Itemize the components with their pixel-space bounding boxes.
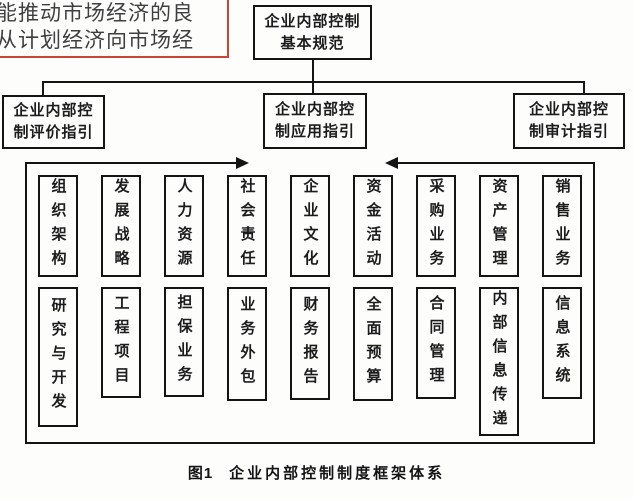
node-comprehensive-budget-label: 全面预算 (364, 296, 382, 392)
node-asset-management: 资产管理 (479, 175, 519, 277)
connector-drop-center (312, 81, 314, 94)
node-application-line1: 企业内部控 (274, 101, 355, 118)
node-basic-standards-line1: 企业内部控制 (264, 12, 361, 30)
connector-drop-right (583, 81, 585, 94)
node-research-development-label: 研究与开发 (49, 297, 67, 417)
column-culture: 企业文化 财务报告 (290, 175, 330, 442)
node-comprehensive-budget: 全面预算 (353, 287, 393, 401)
node-financial-report-label: 财务报告 (301, 295, 319, 392)
connector-root-stem (312, 59, 314, 83)
node-business-outsourcing-label: 业务外包 (238, 296, 256, 392)
node-org-structure: 组织架构 (38, 175, 78, 277)
node-audit-line2: 制审计指引 (528, 123, 609, 140)
node-guarantee-business-label: 担保业务 (175, 294, 193, 390)
column-social: 社会责任 业务外包 (227, 175, 267, 442)
column-hr: 人力资源 担保业务 (164, 175, 204, 442)
node-evaluation-line2: 制评价指引 (13, 124, 94, 141)
node-application-line2: 制应用指引 (274, 123, 355, 140)
node-fund-activities-label: 资金活动 (364, 178, 382, 274)
node-application-guideline: 企业内部控 制应用指引 (263, 93, 367, 149)
node-social-responsibility: 社会责任 (227, 175, 267, 277)
node-human-resources-label: 人力资源 (175, 178, 193, 274)
column-funds: 资金活动 全面预算 (353, 175, 393, 442)
column-procurement: 采购业务 合同管理 (416, 175, 456, 442)
column-organization: 组织架构 研究与开发 (38, 175, 78, 442)
figure-caption-number: 图1 (187, 465, 214, 482)
column-assets: 资产管理 内部信息传递 (479, 175, 519, 442)
node-human-resources: 人力资源 (164, 175, 204, 277)
node-internal-information-transfer-label: 内部信息传递 (490, 289, 508, 434)
node-audit-line1: 企业内部控 (528, 101, 609, 118)
node-basic-standards-line2: 基本规范 (280, 34, 345, 52)
node-engineering-project-label: 工程项目 (112, 294, 130, 391)
arrow-left-head-icon (385, 157, 398, 169)
node-information-system: 信息系统 (542, 287, 582, 399)
node-sales-business: 销售业务 (542, 175, 582, 277)
node-financial-report: 财务报告 (290, 287, 330, 400)
node-contract-management-label: 合同管理 (427, 295, 445, 391)
node-audit-guideline: 企业内部控 制审计指引 (513, 93, 625, 149)
node-internal-information-transfer: 内部信息传递 (479, 287, 519, 436)
node-guarantee-business: 担保业务 (164, 287, 204, 397)
node-development-strategy-label: 发展战略 (112, 178, 130, 274)
fragment-line-1: 能推动市场经济的良 (0, 2, 194, 25)
node-asset-management-label: 资产管理 (490, 178, 508, 274)
node-evaluation-line1: 企业内部控 (13, 102, 94, 119)
node-evaluation-guideline: 企业内部控 制评价指引 (2, 95, 105, 149)
column-sales: 销售业务 信息系统 (542, 175, 582, 442)
node-social-responsibility-label: 社会责任 (238, 178, 256, 274)
node-org-structure-label: 组织架构 (49, 178, 67, 274)
figure-caption-text: 企业内部控制制度框架体系 (229, 465, 446, 482)
node-information-system-label: 信息系统 (553, 295, 571, 391)
node-corporate-culture-label: 企业文化 (301, 178, 319, 274)
node-development-strategy: 发展战略 (101, 175, 141, 277)
node-research-development: 研究与开发 (38, 287, 78, 427)
connector-drop-left (42, 81, 44, 96)
fragment-line-2: 从计划经济向市场经 (0, 29, 194, 52)
node-business-outsourcing: 业务外包 (227, 287, 267, 401)
node-sales-business-label: 销售业务 (553, 178, 571, 274)
arrow-right-head-icon (236, 157, 249, 169)
framework-container: 组织架构 研究与开发 发展战略 工程项目 人力资源 担保业务 社会责任 业务外包… (25, 162, 595, 444)
figure-caption: 图1 企业内部控制制度框架体系 (0, 462, 633, 483)
node-engineering-project: 工程项目 (101, 287, 141, 398)
node-fund-activities: 资金活动 (353, 175, 393, 277)
node-contract-management: 合同管理 (416, 287, 456, 399)
node-corporate-culture: 企业文化 (290, 175, 330, 277)
node-procurement-business: 采购业务 (416, 175, 456, 277)
node-procurement-business-label: 采购业务 (427, 178, 445, 274)
arrow-right-line (398, 162, 593, 164)
node-basic-standards: 企业内部控制 基本规范 (253, 5, 372, 60)
column-strategy: 发展战略 工程项目 (101, 175, 141, 442)
arrow-left-line (25, 162, 236, 164)
overlapping-text-fragment: 能推动市场经济的良 从计划经济向市场经 (0, 0, 229, 58)
